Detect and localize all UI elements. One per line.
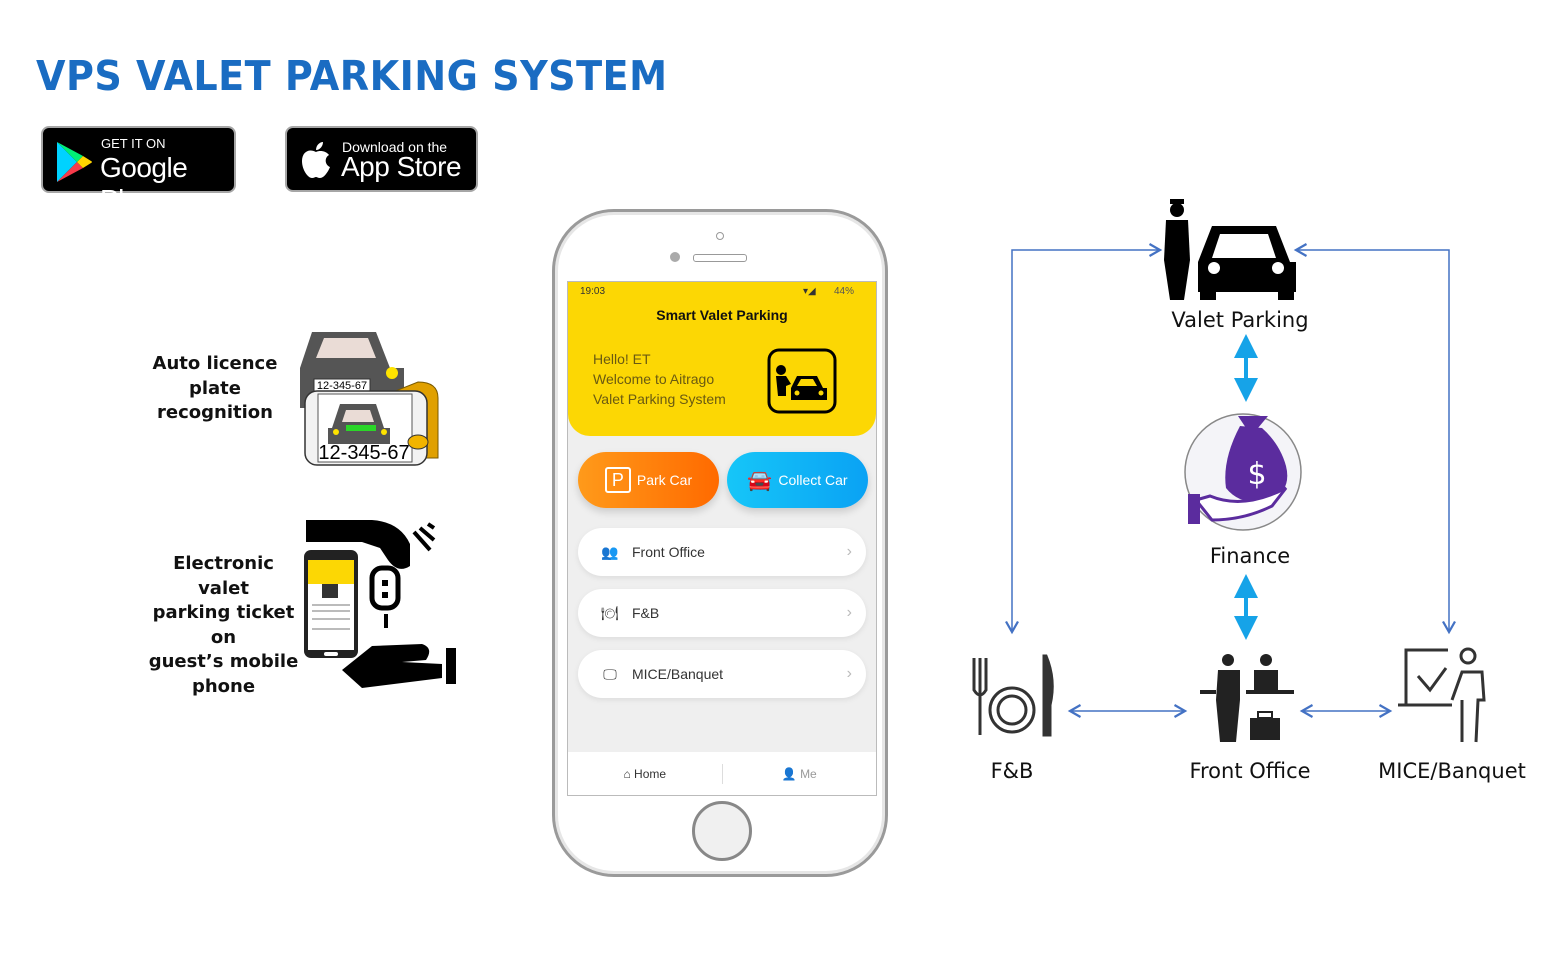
app-screen: 19:03 ▾◢ 44% Smart Valet Parking Hello! …: [567, 281, 877, 796]
dining-icon: 🍽: [601, 604, 619, 621]
mice-banquet-icon: [1398, 647, 1486, 743]
node-label-fnb: F&B: [990, 759, 1034, 783]
parking-icon: P: [604, 467, 631, 493]
chevron-right-icon: ›: [846, 543, 852, 560]
chevron-right-icon: ›: [846, 604, 852, 621]
menu-item-mice-banquet[interactable]: 🖵MICE/Banquet›: [578, 650, 866, 698]
battery-level: 44%: [834, 286, 855, 297]
apple-icon: [302, 142, 330, 178]
badge-small-text: GET IT ON: [101, 136, 166, 151]
node-label-front-office: Front Office: [1189, 759, 1311, 783]
chevron-right-icon: ›: [846, 665, 852, 682]
valet-car-icon: [767, 348, 837, 414]
signal-icon: ▾◢: [803, 286, 816, 297]
valet-parking-icon: [1164, 199, 1296, 300]
tab-home[interactable]: ⌂ Home: [623, 766, 667, 781]
collect-car-button[interactable]: 🚘 Collect Car: [727, 452, 868, 508]
node-label-valet-parking: Valet Parking: [1171, 308, 1309, 332]
app-header: 19:03 ▾◢ 44% Smart Valet Parking Hello! …: [568, 282, 876, 436]
license-plate-scan-icon: 12-345-67 12-345-67: [300, 332, 439, 466]
home-icon: ⌂: [623, 766, 631, 781]
google-play-badge[interactable]: GET IT ON Google Play: [41, 126, 236, 215]
menu-item-front-office[interactable]: 👥Front Office›: [578, 528, 866, 576]
home-button[interactable]: [692, 801, 752, 861]
node-label-mice-banquet: MICE/Banquet: [1378, 759, 1526, 783]
presentation-icon: 🖵: [603, 665, 617, 682]
camera-icon: [670, 252, 680, 262]
app-store-badge[interactable]: Download on the App Store: [285, 126, 478, 192]
tab-me[interactable]: 👤 Me: [781, 766, 817, 781]
sensor: [716, 232, 724, 240]
badge-big-text: Google Play: [100, 152, 188, 215]
svg-text:12-345-67: 12-345-67: [318, 442, 409, 464]
svg-text:$: $: [1247, 457, 1266, 492]
status-time: 19:03: [580, 286, 606, 297]
page-title: VPS VALET PARKING SYSTEM: [36, 52, 668, 100]
car-icon: 🚘: [747, 469, 773, 492]
flow-arrow-valet-mice: [1293, 243, 1456, 635]
park-car-button[interactable]: P Park Car: [578, 452, 719, 508]
finance-icon: $: [1184, 413, 1302, 531]
tab-bar: ⌂ Home 👤 Me: [568, 752, 876, 795]
mobile-ticket-key-handover-icon: [304, 520, 456, 688]
badge-small-text: Download on the: [342, 139, 448, 155]
badge-big-text: App Store: [341, 151, 462, 182]
user-icon: 👤: [781, 766, 797, 781]
front-office-icon: [1200, 654, 1294, 742]
front-office-icon: 👥: [601, 543, 619, 560]
flow-arrow-valet-fnb: [1005, 243, 1163, 635]
app-title: Smart Valet Parking: [656, 307, 788, 323]
google-play-icon: [57, 142, 92, 182]
speaker: [693, 254, 747, 262]
menu-item-fnb[interactable]: 🍽F&B›: [578, 589, 866, 637]
svg-text:12-345-67: 12-345-67: [317, 380, 367, 392]
node-label-finance: Finance: [1209, 544, 1291, 568]
fnb-icon: [972, 654, 1054, 737]
